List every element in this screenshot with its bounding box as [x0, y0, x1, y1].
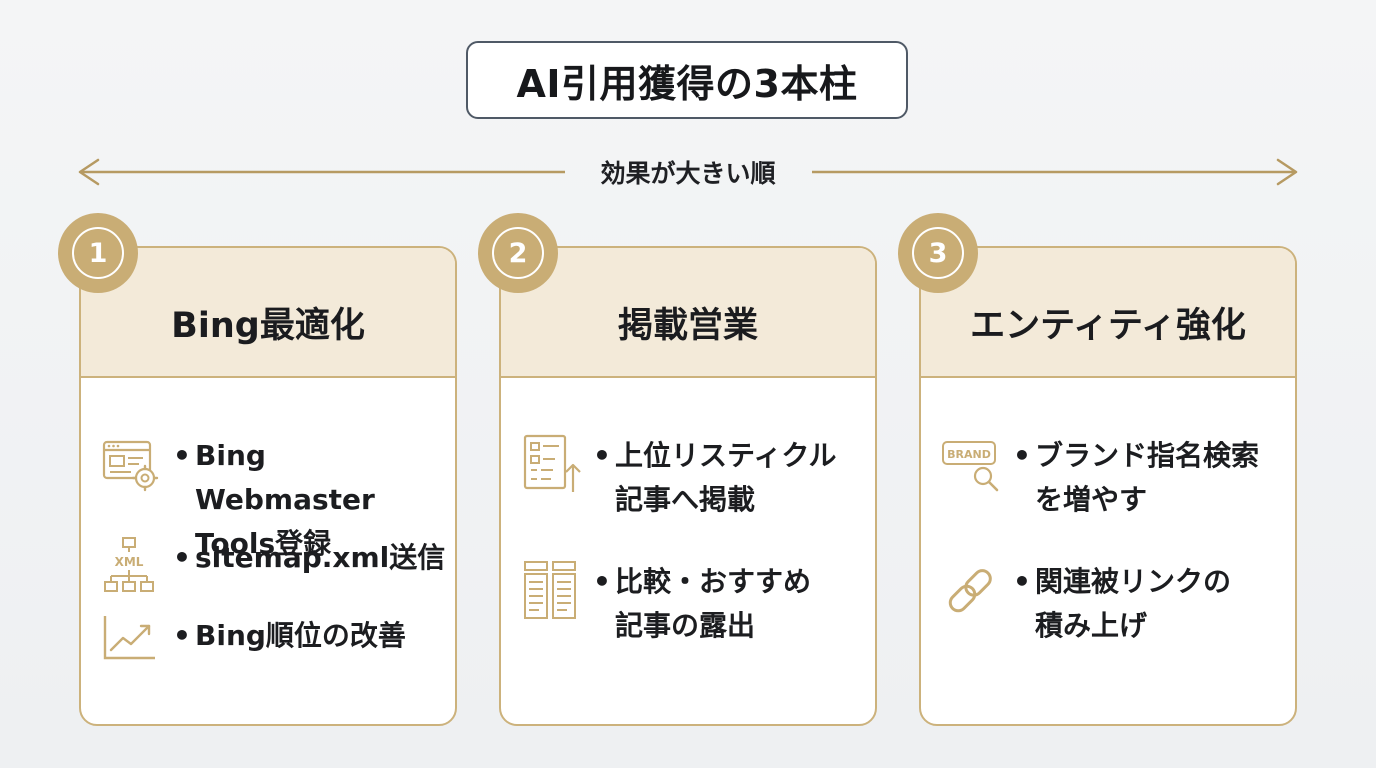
item-line: Bing順位の改善 — [195, 619, 406, 652]
item-line: sitemap.xml送信 — [195, 541, 446, 574]
pillar-title: エンティティ強化 — [921, 248, 1295, 378]
svg-text:XML: XML — [115, 555, 144, 569]
item-line: 比較・おすすめ — [615, 565, 812, 598]
pillar-card-bing: Bing最適化 • Bing Webmaster Tools登録 — [79, 246, 457, 726]
pillar-number-badge: 2 — [478, 213, 558, 293]
pillar-number-badge: 1 — [58, 213, 138, 293]
list-document-arrow-icon — [523, 434, 581, 492]
comparison-columns-icon — [524, 561, 576, 619]
effect-order-arrow: 効果が大きい順 — [0, 150, 1376, 196]
rising-chart-icon — [103, 616, 155, 660]
page-title: AI引用獲得の3本柱 — [466, 41, 908, 119]
pillar-card-entity: エンティティ強化 BRAND • ブランド指名検索 を増やす • 関連被リンクの… — [919, 246, 1297, 726]
item-line: Tools登録 — [195, 527, 332, 560]
item-line: 関連被リンクの — [1035, 565, 1232, 598]
item-line: 積み上げ — [1035, 609, 1148, 642]
item-line: 上位リスティクル — [615, 439, 837, 472]
brand-icon-text: BRAND — [947, 448, 991, 461]
item-line: を増やす — [1035, 483, 1148, 516]
arrow-label: 効果が大きい順 — [600, 159, 776, 188]
pillar-title: Bing最適化 — [81, 248, 455, 378]
item-line: 記事の露出 — [615, 609, 756, 642]
chain-link-icon — [948, 569, 992, 613]
item-line: ブランド指名検索 — [1035, 439, 1260, 472]
item-line: Bing Webmaster — [195, 439, 375, 516]
item-line: 記事へ掲載 — [615, 483, 756, 516]
pillar-number-badge: 3 — [898, 213, 978, 293]
pillar-title: 掲載営業 — [501, 248, 875, 378]
double-headed-arrow-icon — [78, 158, 1298, 186]
brand-search-icon: BRAND — [942, 441, 999, 492]
xml-sitemap-icon: XML — [104, 537, 154, 592]
browser-gear-icon — [102, 440, 159, 492]
pillar-card-outreach: 掲載営業 • 上位リスティクル 記事へ掲載 — [499, 246, 877, 726]
